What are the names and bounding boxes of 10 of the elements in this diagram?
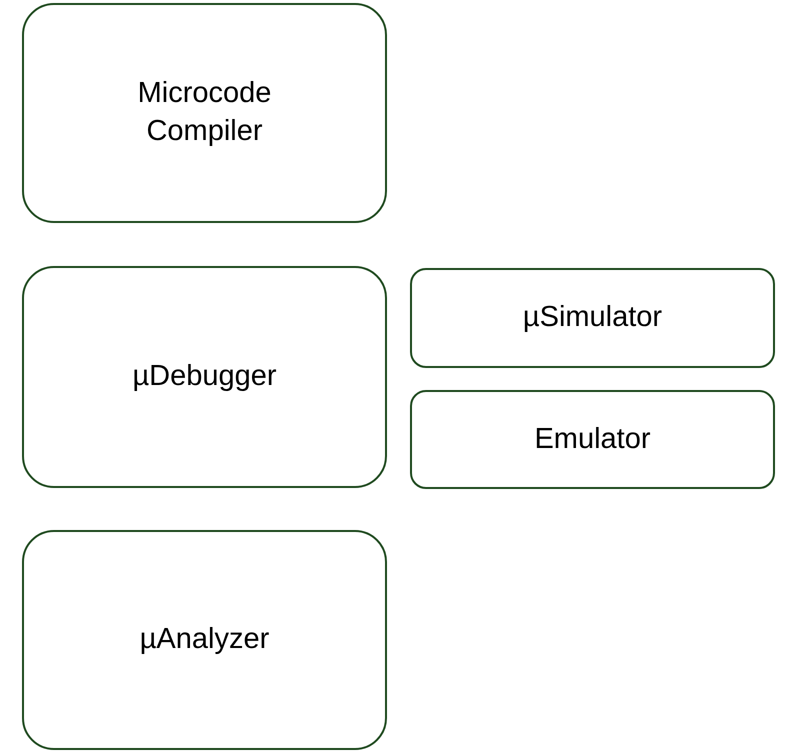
rounded-box xyxy=(410,268,775,368)
box-label: µAnalyzer xyxy=(140,622,270,658)
box-label: µDebugger xyxy=(132,359,277,394)
rounded-box xyxy=(410,390,775,489)
rounded-box xyxy=(22,266,387,488)
box-label: µSimulator xyxy=(522,300,662,336)
rounded-box xyxy=(22,3,387,223)
box-label: Microcode Compiler xyxy=(136,76,272,149)
box-label: Emulator xyxy=(534,422,651,457)
rounded-box xyxy=(22,530,387,750)
